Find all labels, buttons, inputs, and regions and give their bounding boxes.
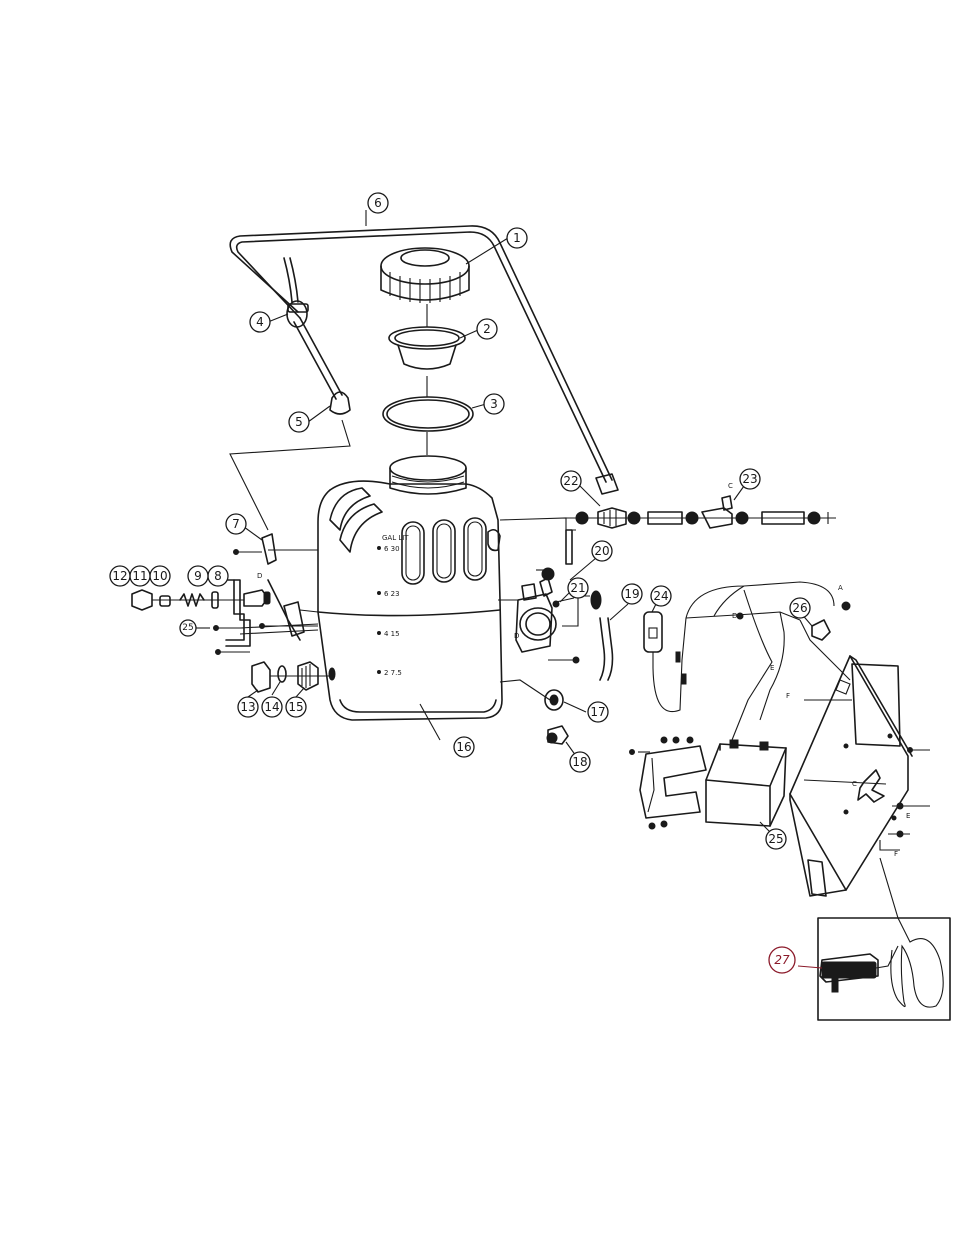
left-bracket-assembly: D bbox=[132, 534, 318, 655]
svg-text:24: 24 bbox=[653, 589, 668, 603]
callout-7: 7 bbox=[226, 514, 246, 534]
battery-part-25 bbox=[706, 740, 786, 826]
letter-D-left: D bbox=[257, 572, 262, 580]
callout-12: 12 bbox=[110, 566, 130, 586]
callout-5: 5 bbox=[289, 412, 309, 432]
callout-4: 4 bbox=[250, 312, 270, 332]
svg-text:9: 9 bbox=[194, 569, 202, 583]
svg-text:11: 11 bbox=[132, 569, 147, 583]
svg-text:6: 6 bbox=[374, 196, 382, 210]
letter-A: A bbox=[838, 584, 843, 592]
callout-26: 26 bbox=[790, 598, 810, 618]
callout-23: 23 bbox=[740, 469, 760, 489]
svg-text:8: 8 bbox=[214, 569, 222, 583]
callout-21: 21 bbox=[568, 578, 588, 598]
tank-cap-part-1 bbox=[381, 248, 469, 303]
svg-text:12: 12 bbox=[112, 569, 127, 583]
svg-text:17: 17 bbox=[590, 705, 605, 719]
svg-text:16: 16 bbox=[456, 740, 471, 754]
callout-3: 3 bbox=[484, 394, 504, 414]
letter-E-right: E bbox=[906, 812, 910, 820]
callout-25-left: 25 bbox=[180, 620, 196, 636]
scale-row-3: 4 15 bbox=[384, 630, 400, 638]
callout-10: 10 bbox=[150, 566, 170, 586]
scale-row-1: 6 30 bbox=[384, 545, 400, 553]
callout-6: 6 bbox=[368, 193, 388, 213]
callout-27: 27 bbox=[769, 947, 795, 973]
svg-text:10: 10 bbox=[152, 569, 167, 583]
callout-15: 15 bbox=[286, 697, 306, 717]
svg-text:25: 25 bbox=[182, 623, 193, 633]
svg-text:7: 7 bbox=[232, 517, 240, 531]
letter-D-pump: D bbox=[514, 632, 519, 640]
letter-E-wire: E bbox=[770, 664, 774, 672]
leader-lines bbox=[230, 420, 576, 700]
tank-part-16: GAL LIT 6 30 6 23 4 15 2 7.5 bbox=[318, 456, 502, 720]
svg-text:14: 14 bbox=[264, 700, 279, 714]
svg-text:26: 26 bbox=[792, 601, 807, 615]
callout-22: 22 bbox=[561, 471, 581, 491]
svg-text:25: 25 bbox=[768, 832, 783, 846]
callout-14: 14 bbox=[262, 697, 282, 717]
battery-clamp bbox=[630, 737, 707, 829]
svg-text:21: 21 bbox=[570, 581, 585, 595]
svg-text:20: 20 bbox=[594, 544, 609, 558]
letter-D-wire: D bbox=[732, 612, 737, 620]
letter-F-right: F bbox=[894, 850, 898, 858]
outlet-parts-13-14-15 bbox=[252, 662, 335, 692]
svg-text:3: 3 bbox=[490, 397, 498, 411]
svg-text:15: 15 bbox=[288, 700, 303, 714]
wiring-harness: D E F A bbox=[644, 582, 850, 740]
callout-1: 1 bbox=[507, 228, 527, 248]
o-ring-part-3 bbox=[383, 376, 473, 455]
callout-18: 18 bbox=[570, 752, 590, 772]
svg-text:23: 23 bbox=[742, 472, 757, 486]
callout-2: 2 bbox=[477, 319, 497, 339]
svg-text:2: 2 bbox=[483, 322, 491, 336]
callout-25: 25 bbox=[766, 829, 786, 849]
charger-part-27 bbox=[818, 858, 950, 1020]
svg-text:19: 19 bbox=[624, 587, 639, 601]
callout-16: 16 bbox=[454, 737, 474, 757]
callout-11: 11 bbox=[130, 566, 150, 586]
callout-24: 24 bbox=[651, 586, 671, 606]
svg-text:27: 27 bbox=[774, 953, 790, 967]
svg-text:18: 18 bbox=[572, 755, 587, 769]
callout-9: 9 bbox=[188, 566, 208, 586]
scale-row-2: 6 23 bbox=[384, 590, 400, 598]
scale-header: GAL LIT bbox=[382, 534, 409, 542]
scale-row-4: 2 7.5 bbox=[384, 669, 402, 677]
callout-13: 13 bbox=[238, 697, 258, 717]
svg-text:13: 13 bbox=[240, 700, 255, 714]
callout-8: 8 bbox=[208, 566, 228, 586]
svg-text:1: 1 bbox=[513, 231, 521, 245]
letter-C-top: C bbox=[728, 482, 733, 490]
base-plate: C E F bbox=[790, 656, 930, 896]
letter-C-mid: C bbox=[852, 780, 857, 788]
callout-17: 17 bbox=[588, 702, 608, 722]
strainer-part-2 bbox=[389, 304, 465, 369]
callout-19: 19 bbox=[622, 584, 642, 604]
callout-20: 20 bbox=[592, 541, 612, 561]
letter-F-wire: F bbox=[786, 692, 790, 700]
svg-text:5: 5 bbox=[295, 415, 303, 429]
svg-text:4: 4 bbox=[256, 315, 264, 329]
svg-text:22: 22 bbox=[563, 474, 578, 488]
